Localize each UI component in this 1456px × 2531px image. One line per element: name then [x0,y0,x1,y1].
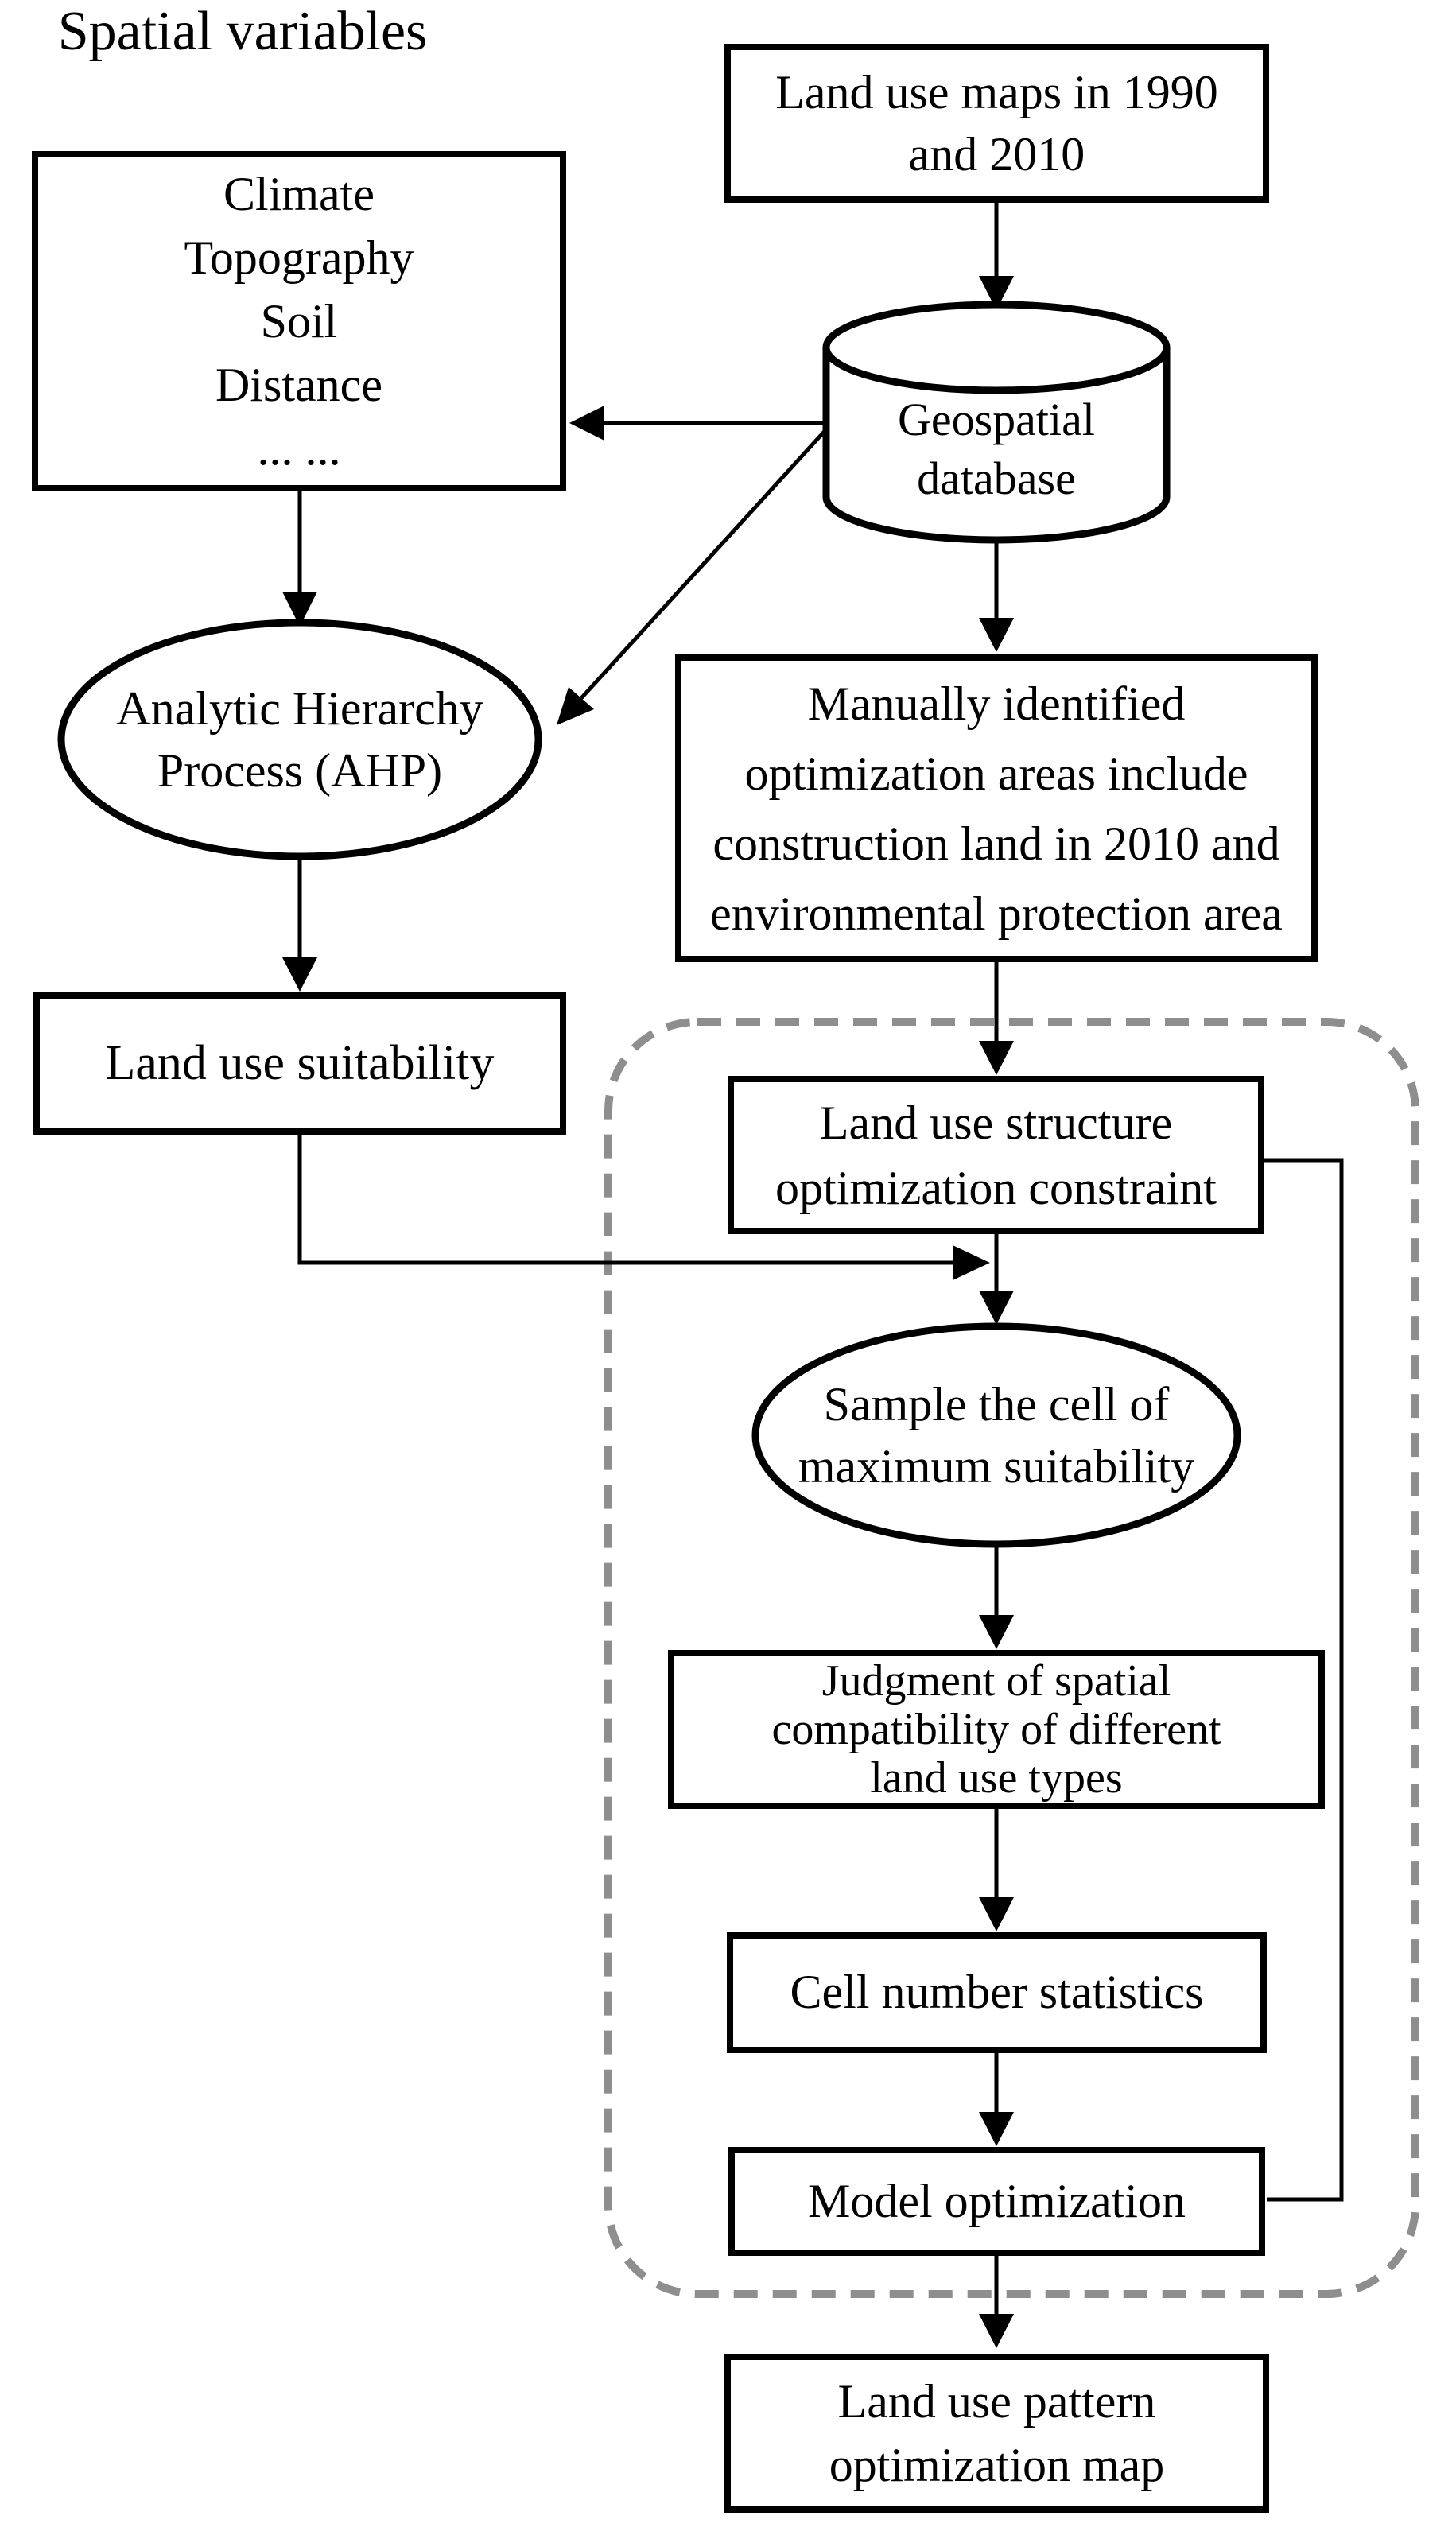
arrowhead [569,406,604,441]
node-line: optimization constraint [775,1161,1217,1214]
page-title: Spatial variables [57,1,428,62]
node-ahp: Analytic Hierarchy Process (AHP) [61,676,538,803]
dashed-loop-container [604,1018,1419,2298]
node-line: Process (AHP) [157,744,443,797]
node-line: Distance [215,359,382,411]
arrowhead [979,2112,1014,2146]
arrowhead [557,687,594,725]
arrowhead [979,1615,1014,1649]
node-line: ... ... [257,422,341,475]
node-line: optimization areas include [744,747,1248,800]
node-line: Land use structure [819,1096,1173,1149]
arrowhead [979,1897,1014,1931]
node-line: construction land in 2010 and [712,817,1280,870]
node-line: optimization map [829,2439,1165,2491]
node-judgment: Judgment of spatial compatibility of dif… [668,1650,1325,1809]
arrowhead [979,1041,1014,1075]
node-land-use-maps: Land use maps in 1990 and 2010 [724,44,1269,203]
database-cylinder-body [822,347,1171,544]
node-sample-cell: Sample the cell of maximum suitability [755,1372,1237,1499]
node-line: Manually identified [807,677,1186,730]
node-line: compatibility of different [771,1704,1221,1754]
arrow-database-to-ahp [580,428,828,700]
database-cylinder-top [822,301,1171,394]
node-geospatial-database: Geospatial database [829,386,1163,513]
node-line: Land use maps in 1990 [775,66,1218,118]
arrowhead [979,1291,1014,1325]
arrow-suitability-to-junction [297,1135,953,1265]
arrowhead [953,1245,990,1280]
node-model-optimization: Model optimization [728,2147,1265,2256]
node-line: Climate [223,168,375,220]
node-cell-statistics: Cell number statistics [727,1932,1267,2053]
node-label: Land use suitability [105,1035,495,1090]
ahp-ellipse [57,619,542,860]
arrowhead [979,276,1014,310]
node-line: Judgment of spatial [821,1656,1171,1706]
arrowhead [979,618,1014,652]
node-label: Model optimization [808,2174,1186,2227]
arrowhead [282,957,317,992]
node-suitability: Land use suitability [33,992,566,1135]
node-line: database [917,452,1076,504]
node-line: and 2010 [908,128,1085,181]
node-constraint: Land use structure optimization constrai… [728,1076,1264,1234]
node-label: Cell number statistics [790,1966,1204,2019]
arrowhead [979,2314,1014,2348]
node-manual-areas: Manually identified optimization areas i… [675,654,1318,962]
node-line: environmental protection area [710,887,1283,940]
node-line: Soil [260,295,338,347]
sample-cell-ellipse [751,1322,1241,1548]
node-line: Topography [184,231,414,284]
node-line: Analytic Hierarchy [116,682,483,735]
node-line: Land use pattern [837,2375,1156,2428]
node-line: maximum suitability [798,1440,1195,1493]
node-pattern-map: Land use pattern optimization map [724,2354,1269,2513]
node-line: Geospatial [897,394,1096,445]
node-line: Sample the cell of [823,1378,1170,1430]
arrowhead [282,592,317,627]
feedback-loop-line [1264,1158,1344,2202]
node-spatial-variables: Climate Topography Soil Distance ... ... [32,151,566,491]
node-line: land use types [870,1753,1123,1803]
